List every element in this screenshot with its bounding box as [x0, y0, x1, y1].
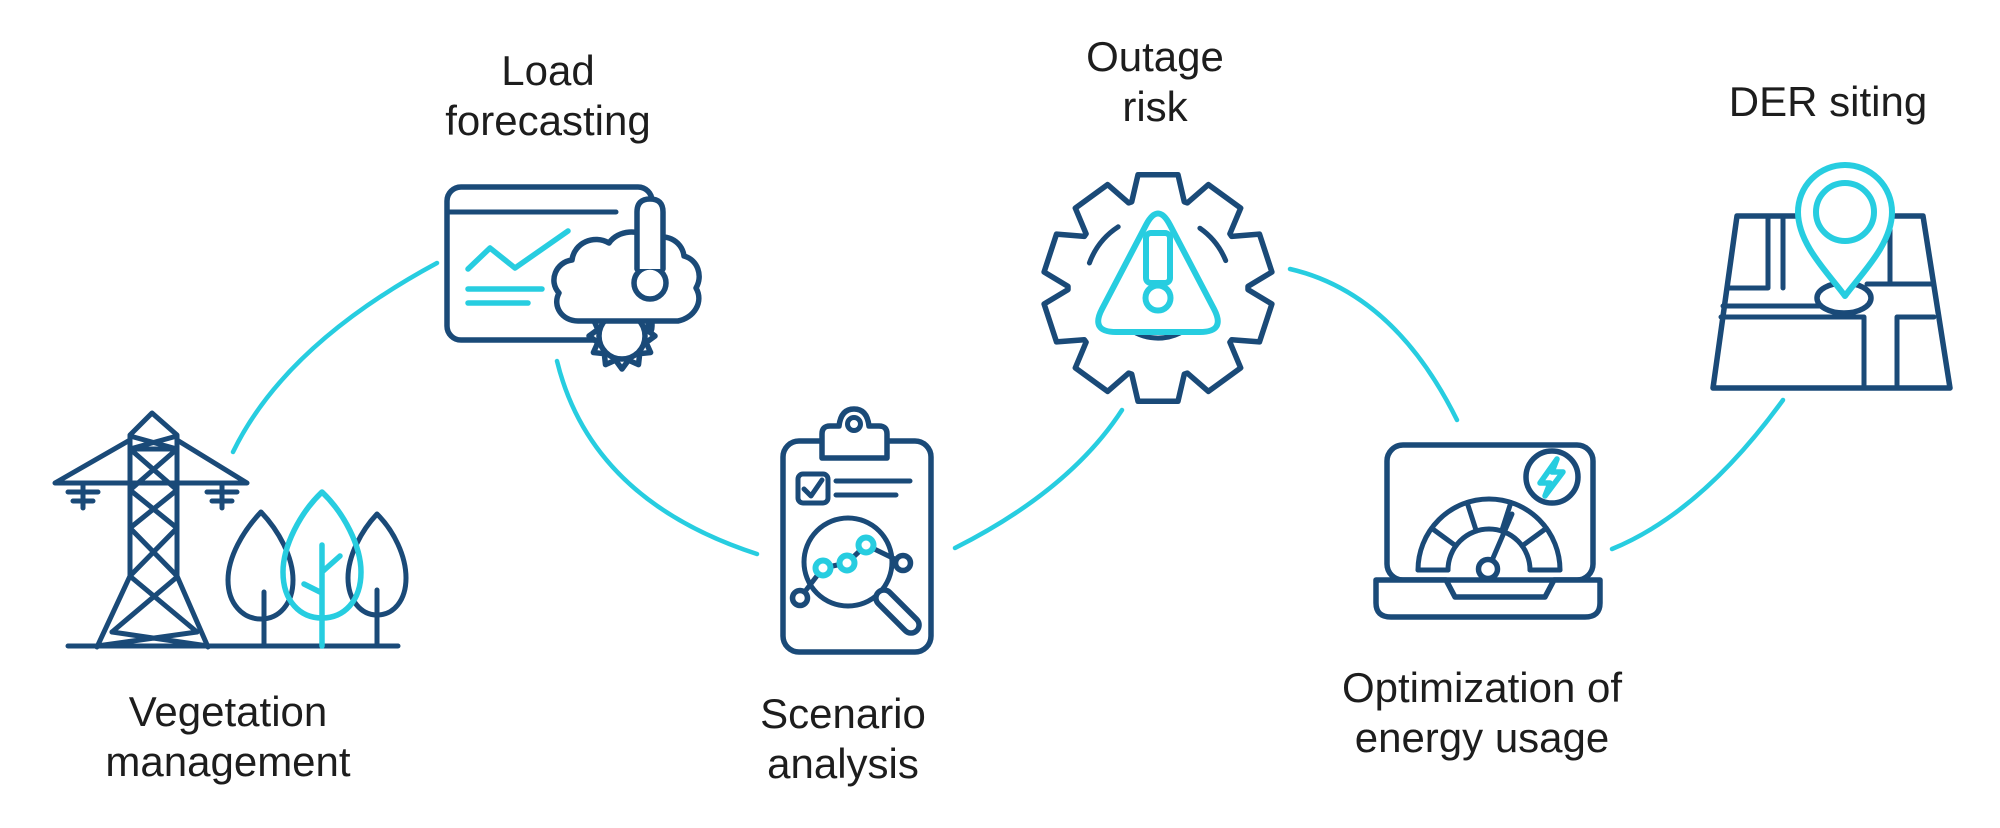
monitor-chart-cloud-thermometer-icon [444, 184, 702, 372]
document-text-lines [833, 478, 913, 498]
cloud-icon [551, 229, 702, 324]
label-scenario-analysis: Scenario analysis [760, 690, 926, 787]
connector-vegetation-to-load [230, 260, 440, 455]
connectors [230, 260, 1786, 557]
checkbox-checked-icon [795, 471, 831, 506]
gear-warning-triangle-icon [1041, 171, 1275, 405]
clipboard-magnifier-chart-icon [780, 406, 934, 655]
connector-scenario-to-outage [952, 407, 1125, 551]
laptop-base [1373, 577, 1603, 620]
laptop-gauge-lightning-icon [1373, 442, 1603, 620]
connector-outage-to-optimization [1287, 266, 1460, 423]
map-roads [1718, 214, 1937, 388]
transmission-tower-trees-icon [52, 410, 409, 650]
connector-optimization-to-der [1609, 397, 1786, 552]
map-location-pin-icon [1710, 162, 1953, 391]
label-load-forecasting: Load forecasting [445, 47, 651, 144]
inner-arc-left [1086, 224, 1121, 266]
gauge-icon [1415, 496, 1563, 582]
label-outage-risk: Outage risk [1086, 33, 1224, 130]
dot-line-chart [789, 534, 914, 609]
trend-line-chart [465, 228, 571, 272]
clipboard-clip [819, 406, 890, 461]
label-vegetation-management: Vegetation management [105, 688, 351, 785]
label-optimization-energy: Optimization of energy usage [1341, 664, 1623, 761]
location-pin-icon [1795, 162, 1895, 299]
transmission-tower [52, 410, 250, 650]
trees [225, 489, 409, 649]
label-der-siting: DER siting [1728, 78, 1928, 125]
magnifier-icon [801, 515, 922, 636]
chart-text-lines [465, 286, 545, 306]
exclamation-bar [1143, 230, 1173, 286]
lightning-badge-icon [1523, 448, 1581, 506]
exclamation-dot [1142, 282, 1174, 314]
thermometer-icon [631, 196, 669, 302]
warning-triangle-icon [1095, 210, 1221, 335]
inner-arc-right [1197, 225, 1229, 264]
tree-left [225, 509, 296, 622]
gauge-needle [1487, 511, 1515, 568]
connector-load-to-scenario [554, 358, 760, 557]
